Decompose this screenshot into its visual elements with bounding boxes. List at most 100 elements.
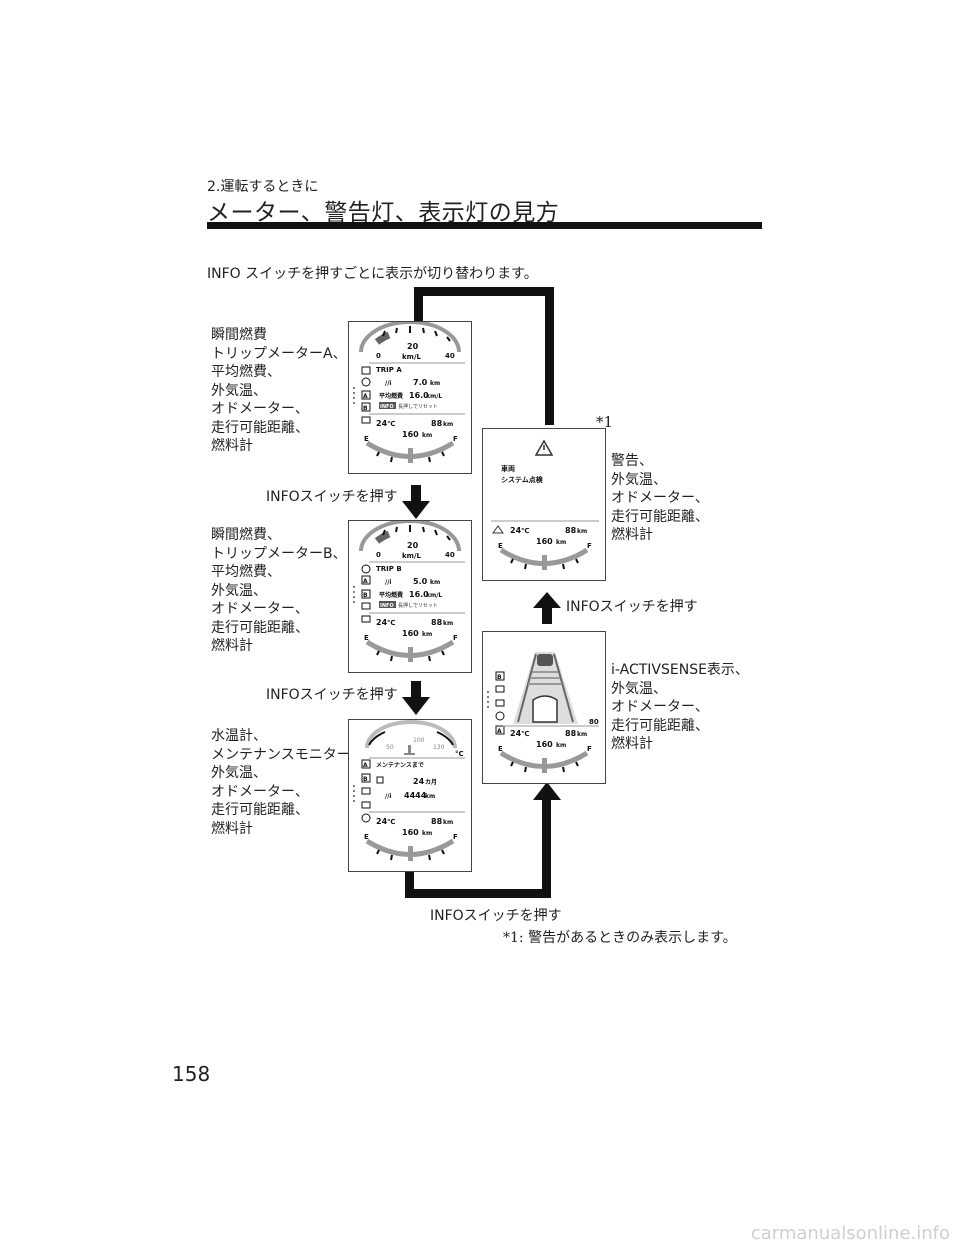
lead-vehicle-icon — [537, 654, 553, 666]
scale-max-label: 40 — [445, 352, 455, 360]
screen-description-warning: 警告、 外気温、 オドメーター、 走行可能距離、 燃料計 — [611, 453, 709, 543]
svg-text://i: //i — [385, 793, 391, 800]
svg-text:F: F — [587, 745, 592, 753]
svg-text:A: A — [363, 578, 368, 585]
avg-fuel-label: 平均燃費 — [379, 392, 403, 400]
svg-text:℃: ℃ — [521, 527, 529, 535]
svg-text:B: B — [497, 674, 502, 681]
screen-description-trip-b: 瞬間燃費、 トリップメーターB、 平均燃費、 外気温、 オドメーター、 走行可能… — [211, 527, 347, 654]
arrow-down-icon — [402, 681, 430, 715]
svg-text:km: km — [425, 793, 435, 800]
water-temp-130: 130 — [433, 744, 445, 751]
scale-min-label: 0 — [376, 352, 381, 360]
intro-text: INFO スイッチを押すごとに表示が切り替わります。 — [207, 266, 538, 282]
svg-text:16.0: 16.0 — [409, 590, 429, 599]
svg-text:40: 40 — [445, 551, 455, 559]
svg-text:F: F — [453, 634, 458, 642]
svg-text:20: 20 — [407, 541, 419, 550]
flow-line-bottom-left-vertical — [405, 872, 414, 898]
svg-text:km: km — [422, 830, 432, 837]
arrow-up-icon — [533, 782, 561, 800]
svg-text:0: 0 — [376, 551, 381, 559]
screen-description-maintenance: 水温計、 メンテナンスモニター、 外気温、 オドメーター、 走行可能距離、 燃料… — [211, 728, 365, 837]
maintenance-km: 4444 — [404, 791, 427, 800]
svg-text:E: E — [364, 435, 369, 443]
trip-label: TRIP A — [376, 366, 402, 374]
svg-text:160: 160 — [402, 828, 419, 837]
svg-text:km: km — [443, 819, 453, 826]
svg-text://i: //i — [385, 579, 391, 586]
meter-screen-trip-b: 20 0 40 km/L TRIP B //i 5.0 km 平均燃費 16.0… — [348, 520, 472, 673]
svg-text:長押しでリセット: 長押しでリセット — [398, 602, 438, 609]
svg-text:平均燃費: 平均燃費 — [379, 591, 403, 599]
svg-text:km: km — [443, 620, 453, 627]
range-value: 88 — [431, 419, 443, 428]
kml-unit-label: km/L — [402, 353, 422, 361]
odometer-value: 160 — [402, 430, 419, 439]
svg-text:km: km — [430, 579, 440, 586]
warning-line-2: システム点検 — [501, 475, 544, 484]
svg-text:°C: °C — [455, 750, 464, 758]
warning-small-icon — [492, 525, 504, 534]
meter-screen-trip-a: 20 0 40 km/L TRIP A //i 7.0 km 平均燃費 16.0… — [348, 321, 472, 474]
svg-text:24: 24 — [510, 729, 522, 738]
footnote-marker: *1 — [596, 413, 614, 431]
svg-text:160: 160 — [402, 629, 419, 638]
warning-icon — [534, 439, 554, 456]
svg-text:B: B — [363, 405, 368, 412]
page-title: メーター、警告灯、表示灯の見方 — [207, 200, 560, 226]
meter-screen-maintenance: 50 100 130 °C メンテナンスまで 24 カ月 //i 4444 km… — [348, 719, 472, 872]
info-switch-label: INFOスイッチを押す — [430, 908, 562, 924]
flow-line-top-right-vertical — [545, 287, 554, 425]
svg-text:160: 160 — [536, 537, 553, 546]
svg-text:A: A — [363, 762, 368, 769]
svg-text:km/L: km/L — [402, 552, 422, 560]
outside-temp: 24 — [376, 419, 388, 428]
section-heading: 2.運転するときに — [207, 179, 319, 195]
own-vehicle-icon — [532, 695, 558, 723]
info-switch-label: INFOスイッチを押す — [566, 599, 698, 615]
svg-text:B: B — [363, 592, 368, 599]
arrow-up-icon — [533, 592, 561, 624]
svg-text:km: km — [556, 742, 566, 749]
svg-text:km: km — [422, 432, 432, 439]
water-temp-100: 100 — [413, 737, 425, 744]
flow-line-top-horizontal — [414, 287, 554, 296]
svg-text:A: A — [497, 728, 502, 735]
trip-label: TRIP B — [376, 565, 402, 573]
svg-text:km: km — [556, 539, 566, 546]
svg-text:km/L: km/L — [426, 393, 442, 400]
svg-text:F: F — [453, 833, 458, 841]
water-temp-50: 50 — [386, 744, 394, 751]
maintenance-title: メンテナンスまで — [376, 761, 424, 769]
svg-text:カ月: カ月 — [425, 778, 437, 786]
screen-description-i-activsense: i-ACTIVSENSE表示、 外気温、 オドメーター、 走行可能距離、 燃料計 — [611, 662, 749, 752]
meter-screen-warning: 車両 システム点検 24 ℃ 88 km E F 160 km — [482, 428, 606, 581]
svg-text:℃: ℃ — [387, 420, 395, 428]
svg-text:B: B — [363, 776, 368, 783]
svg-text:km: km — [577, 528, 587, 535]
svg-text:88: 88 — [431, 817, 443, 826]
svg-text:℃: ℃ — [387, 818, 395, 826]
svg-text:24: 24 — [510, 526, 522, 535]
meter-screen-i-activsense: B A 80 24 ℃ 88 km E F 160 km — [482, 631, 606, 784]
warning-line-1: 車両 — [501, 464, 515, 473]
flow-line-bottom-right-vertical — [542, 794, 551, 898]
flow-line-top-left-vertical — [414, 287, 423, 322]
svg-text:F: F — [587, 542, 592, 550]
svg-text://i: //i — [385, 380, 391, 387]
svg-text:E: E — [498, 542, 503, 550]
arrow-down-icon — [402, 485, 430, 519]
scale-mid-label: 20 — [407, 342, 419, 351]
avg-fuel-value: 16.0 — [409, 391, 429, 400]
svg-text:88: 88 — [431, 618, 443, 627]
svg-text:88: 88 — [565, 526, 577, 535]
info-switch-label: INFOスイッチを押す — [266, 489, 398, 505]
flow-line-bottom-horizontal — [405, 889, 551, 898]
set-speed: 80 — [589, 718, 599, 726]
trip-value: 5.0 — [413, 577, 428, 586]
info-badge: INFO — [380, 404, 394, 410]
svg-text:km: km — [577, 731, 587, 738]
svg-text:℃: ℃ — [521, 730, 529, 738]
svg-text:km/L: km/L — [426, 592, 442, 599]
